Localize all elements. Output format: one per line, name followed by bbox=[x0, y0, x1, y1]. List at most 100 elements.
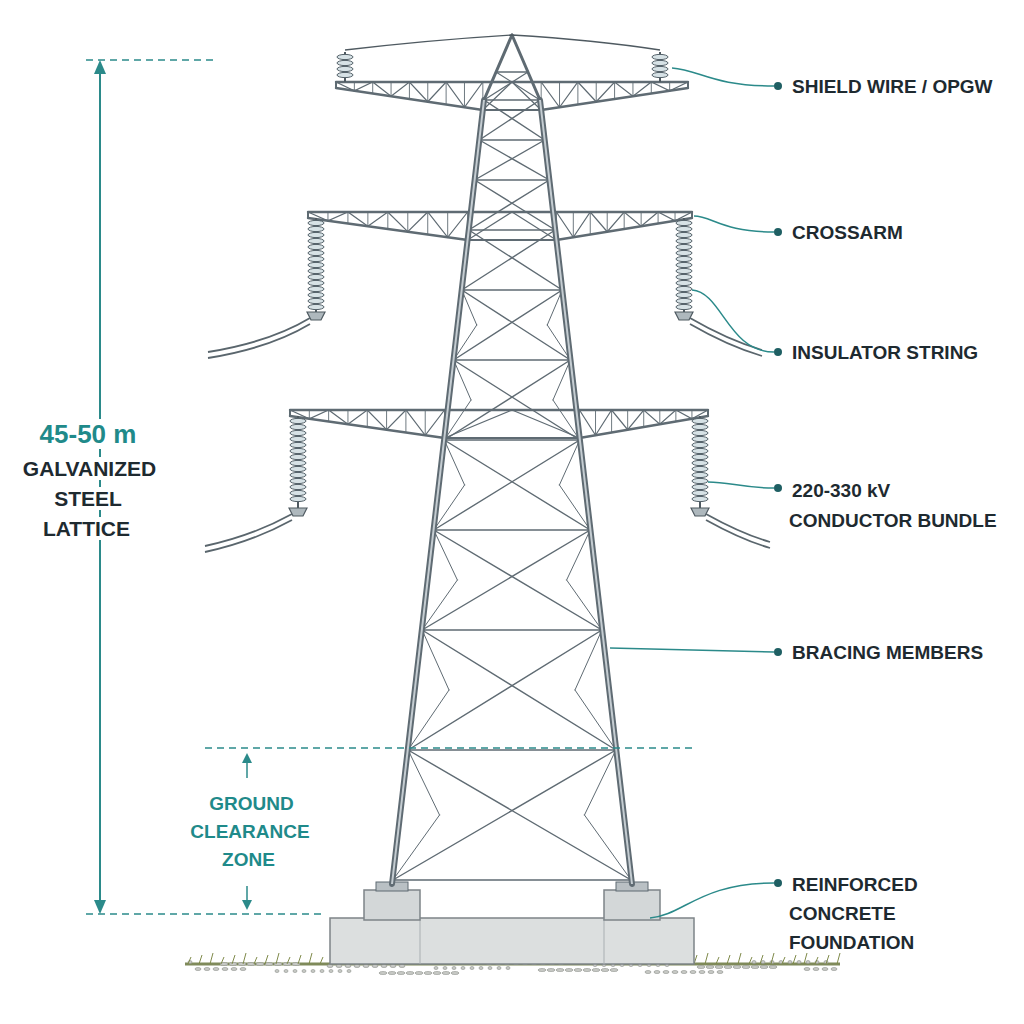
gravel-stone bbox=[320, 970, 324, 973]
gravel-stone bbox=[265, 963, 273, 966]
bracing-member bbox=[347, 212, 348, 224]
leader-line bbox=[650, 883, 774, 918]
bracing-member bbox=[422, 630, 616, 750]
bracing-member bbox=[496, 72, 540, 100]
gravel-stone bbox=[697, 966, 705, 969]
block-seam bbox=[420, 918, 421, 964]
main-leg-highlight bbox=[392, 100, 484, 884]
conductor bbox=[690, 324, 762, 356]
gravel-stone bbox=[813, 968, 819, 971]
gravel-stone bbox=[222, 968, 228, 971]
arrowhead bbox=[94, 900, 106, 914]
bracing-member bbox=[512, 35, 528, 72]
pedestal bbox=[364, 890, 420, 920]
conductor bbox=[706, 520, 770, 548]
bracing-member bbox=[479, 139, 544, 141]
grass-blade bbox=[749, 957, 752, 964]
bracing-member bbox=[354, 82, 355, 91]
leader-lines bbox=[610, 68, 782, 918]
bracing-member bbox=[479, 100, 540, 140]
gravel-stone bbox=[690, 971, 696, 974]
bracing-member bbox=[434, 440, 580, 530]
bracing-member bbox=[328, 410, 329, 422]
gravel-stone bbox=[724, 966, 732, 969]
bracing-member bbox=[512, 212, 556, 240]
gravel-stone bbox=[381, 965, 387, 968]
gravel-stone bbox=[388, 972, 396, 975]
bracing-member bbox=[483, 82, 512, 110]
grass-blade bbox=[727, 955, 730, 964]
gravel-stone bbox=[556, 969, 564, 972]
gravel-stone bbox=[442, 972, 450, 975]
bracing-member bbox=[624, 212, 625, 229]
bracing-member bbox=[559, 440, 579, 485]
leader-dot bbox=[774, 879, 782, 887]
gravel-stone bbox=[547, 969, 555, 972]
crossarm-lattice bbox=[336, 82, 483, 107]
crossarm-lattice bbox=[556, 212, 692, 237]
gravel-stone bbox=[399, 965, 405, 968]
gravel-stone bbox=[229, 963, 237, 966]
gravel-stone bbox=[497, 967, 501, 970]
crossarm-lattice bbox=[290, 410, 445, 435]
leader-dot bbox=[774, 228, 782, 236]
gravel-stone bbox=[195, 968, 201, 971]
grass-blade bbox=[804, 953, 807, 964]
gravel-stone bbox=[274, 963, 282, 966]
label-text: CROSSARM bbox=[789, 222, 906, 243]
arrowhead bbox=[242, 900, 252, 910]
gravel-stone bbox=[708, 971, 714, 974]
bracing-member bbox=[641, 212, 642, 226]
bracing-member bbox=[454, 359, 571, 361]
gravel-stone bbox=[715, 966, 723, 969]
bracing-member bbox=[575, 630, 602, 690]
bracing-member bbox=[434, 529, 590, 531]
gravel-stone bbox=[672, 971, 678, 974]
gravel-stone bbox=[742, 966, 750, 969]
gravel-stone bbox=[406, 972, 414, 975]
gravel-stone bbox=[354, 965, 360, 968]
leader-line bbox=[672, 68, 774, 86]
gravel-stone bbox=[583, 969, 591, 972]
gravel-stone bbox=[347, 970, 351, 973]
bracing-member bbox=[512, 410, 579, 438]
gravel-stone bbox=[433, 972, 441, 975]
bracing-member bbox=[596, 82, 597, 102]
grass-blade bbox=[760, 955, 763, 964]
arrowhead bbox=[242, 753, 252, 763]
bracing-member bbox=[475, 180, 556, 230]
bracing-member bbox=[643, 410, 644, 427]
insulator-string bbox=[692, 416, 708, 508]
gravel-stone bbox=[390, 965, 396, 968]
gravel-stone bbox=[240, 968, 246, 971]
gravel-stone bbox=[761, 961, 765, 964]
crossarm-lattice bbox=[308, 212, 468, 237]
bracing-member bbox=[611, 410, 612, 433]
label-text: REINFORCED CONCRETE FOUNDATION bbox=[789, 874, 918, 953]
bracing-member bbox=[336, 82, 337, 88]
label-text: INSULATOR STRING bbox=[789, 342, 981, 363]
gravel-stone bbox=[293, 970, 297, 973]
bracing-member bbox=[444, 440, 590, 530]
bracing-member bbox=[327, 212, 328, 221]
grass-blade bbox=[221, 957, 224, 964]
gravel-stone bbox=[452, 967, 456, 970]
bracing-member bbox=[462, 290, 571, 360]
bracing-member bbox=[408, 630, 602, 750]
grass-blade bbox=[782, 957, 785, 964]
bracing-member bbox=[484, 35, 512, 100]
gravel-stone bbox=[327, 965, 333, 968]
clearance-line bbox=[205, 747, 695, 749]
bracing-member bbox=[422, 530, 590, 630]
shield-wire bbox=[345, 35, 660, 50]
gravel-stone bbox=[788, 961, 792, 964]
grass-blade bbox=[793, 955, 796, 964]
leader-dot bbox=[774, 648, 782, 656]
bracing-member bbox=[422, 629, 602, 631]
bracing-member bbox=[462, 289, 562, 291]
gravel-stone bbox=[397, 972, 405, 975]
bracing-member bbox=[669, 82, 670, 91]
crossarm-lattice bbox=[541, 82, 688, 107]
bracing-member bbox=[512, 82, 541, 110]
